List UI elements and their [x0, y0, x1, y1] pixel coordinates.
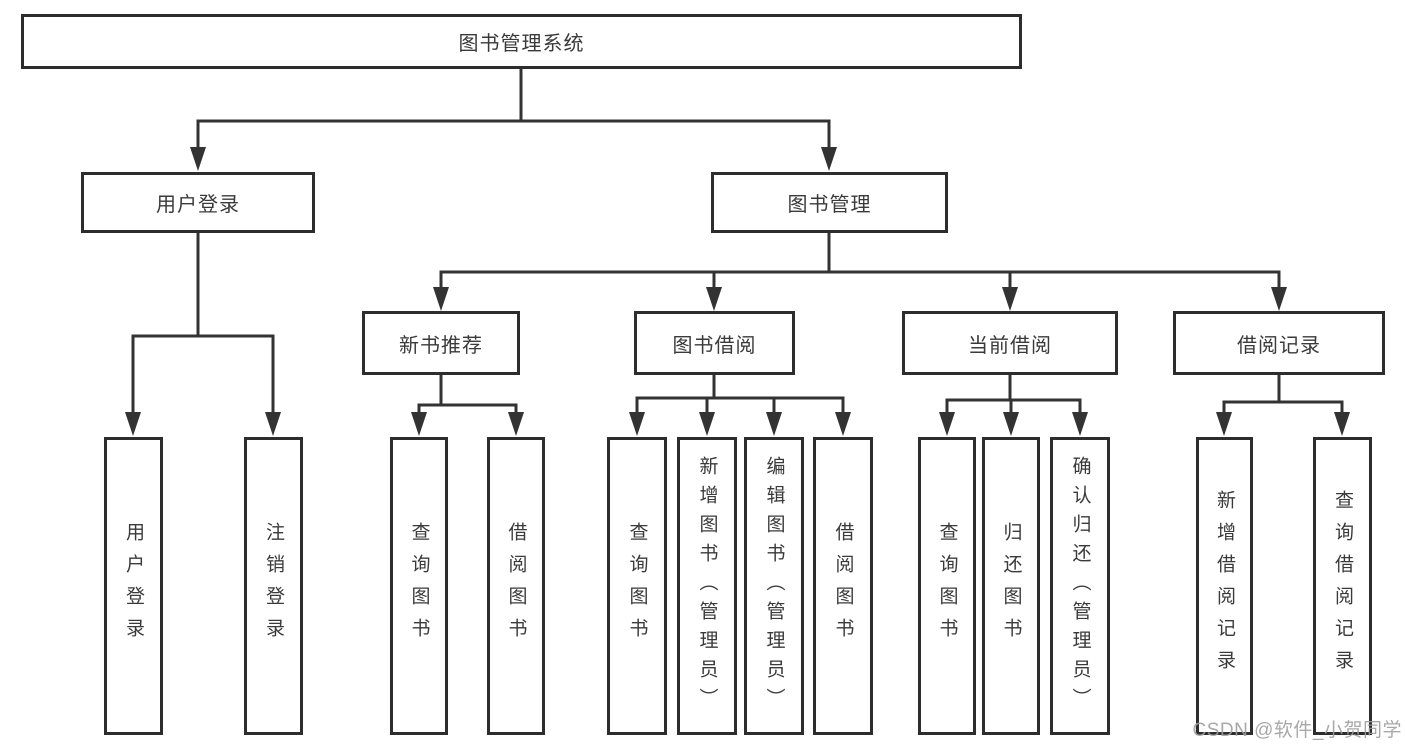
leaf-confirm-return-admin: 确认归还（管理员）	[1050, 437, 1110, 735]
arrow-down-icon	[1334, 412, 1350, 436]
leaf-query-borrow-record-label: 查询借阅记录	[1332, 490, 1353, 682]
arrow-down-icon	[1003, 412, 1019, 436]
leaf-recommend-query-book: 查询图书	[390, 437, 448, 735]
arrow-down-icon	[411, 412, 427, 436]
leaf-logout: 注销登录	[244, 437, 303, 735]
arrow-down-icon	[766, 412, 782, 436]
arrow-down-icon	[508, 412, 524, 436]
leaf-add-book-admin-label: 新增图书（管理员）	[696, 455, 718, 717]
arrow-down-icon	[835, 412, 851, 436]
leaf-recommend-query-book-label: 查询图书	[408, 522, 430, 650]
arrow-down-icon	[190, 147, 206, 171]
node-borrow-records: 借阅记录	[1173, 311, 1385, 375]
csdn-watermark: CSDN @软件_小贺同学	[1192, 720, 1402, 741]
leaf-borrow-borrow-book-label: 借阅图书	[832, 522, 854, 650]
leaf-logout-label: 注销登录	[263, 522, 284, 650]
arrow-down-icon	[629, 412, 645, 436]
arrow-down-icon	[265, 412, 281, 436]
leaf-return-book: 归还图书	[982, 437, 1040, 735]
arrow-down-icon	[706, 287, 722, 311]
node-user-login: 用户登录	[81, 172, 315, 233]
leaf-recommend-borrow-book: 借阅图书	[487, 437, 545, 735]
arrow-down-icon	[939, 412, 955, 436]
arrow-down-icon	[1002, 287, 1018, 311]
arrow-down-icon	[1216, 412, 1232, 436]
leaf-confirm-return-admin-label: 确认归还（管理员）	[1069, 455, 1091, 717]
leaf-edit-book-admin: 编辑图书（管理员）	[744, 437, 804, 735]
leaf-return-book-label: 归还图书	[1000, 522, 1022, 650]
node-book-management: 图书管理	[711, 172, 948, 233]
arrow-down-icon	[433, 287, 449, 311]
leaf-borrow-query-book-label: 查询图书	[626, 522, 648, 650]
leaf-add-book-admin: 新增图书（管理员）	[677, 437, 737, 735]
leaf-query-borrow-record: 查询借阅记录	[1313, 437, 1372, 735]
arrow-down-icon	[821, 147, 837, 171]
node-new-book-recommend: 新书推荐	[362, 311, 520, 375]
leaf-borrow-borrow-book: 借阅图书	[813, 437, 873, 735]
leaf-current-query-book: 查询图书	[918, 437, 976, 735]
arrow-down-icon	[699, 412, 715, 436]
arrow-down-icon	[1072, 412, 1088, 436]
leaf-edit-book-admin-label: 编辑图书（管理员）	[763, 455, 785, 717]
arrow-down-icon	[125, 412, 141, 436]
leaf-add-borrow-record: 新增借阅记录	[1196, 437, 1253, 735]
leaf-add-borrow-record-label: 新增借阅记录	[1214, 490, 1235, 682]
node-library-system: 图书管理系统	[21, 14, 1022, 69]
arrow-down-icon	[1271, 287, 1287, 311]
leaf-user-login: 用户登录	[104, 437, 163, 735]
leaf-current-query-book-label: 查询图书	[936, 522, 958, 650]
leaf-user-login-label: 用户登录	[123, 522, 144, 650]
node-book-borrow: 图书借阅	[634, 311, 795, 375]
leaf-borrow-query-book: 查询图书	[607, 437, 667, 735]
node-current-borrow: 当前借阅	[902, 311, 1118, 375]
leaf-recommend-borrow-book-label: 借阅图书	[505, 522, 527, 650]
